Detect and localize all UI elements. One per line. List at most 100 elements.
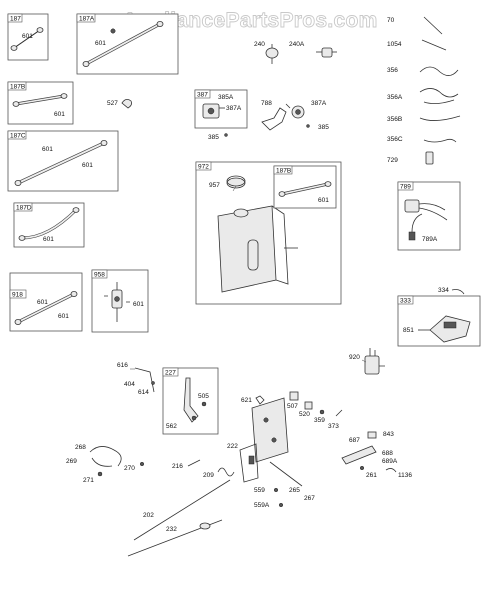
hose-918-icon bbox=[14, 290, 78, 325]
fuel-shutoff-valve-icon bbox=[104, 282, 130, 322]
box-187B[interactable]: 187B 601 bbox=[7, 81, 74, 125]
hose-187B-inner-icon bbox=[278, 181, 332, 197]
spring-209-icon bbox=[217, 467, 235, 477]
label-621: 621 bbox=[241, 397, 252, 404]
hose-187C-icon bbox=[14, 139, 108, 186]
label-373: 373 bbox=[328, 423, 339, 430]
solenoid-387A-icon bbox=[285, 103, 305, 119]
label-209: 209 bbox=[203, 472, 214, 479]
part-70[interactable]: 70 bbox=[387, 16, 443, 35]
part-920[interactable]: 920 bbox=[349, 348, 385, 375]
box-789[interactable]: 789 789A bbox=[397, 181, 461, 251]
small-parts-507-373[interactable]: 507 520 359 373 bbox=[287, 391, 343, 430]
label-216: 216 bbox=[172, 463, 183, 470]
screw-559-icon bbox=[273, 487, 279, 493]
box-918[interactable]: 918 601 601 bbox=[9, 272, 83, 332]
label-268: 268 bbox=[75, 444, 86, 451]
label-385-a: 385 bbox=[208, 134, 219, 141]
label-789: 789 bbox=[400, 184, 411, 191]
label-559: 559 bbox=[254, 487, 265, 494]
box-227[interactable]: 227 505 562 bbox=[162, 367, 219, 435]
label-505: 505 bbox=[198, 393, 209, 400]
box-187A[interactable]: 187A 601 bbox=[76, 13, 179, 75]
part-356[interactable]: 356 bbox=[387, 66, 459, 76]
label-270: 270 bbox=[124, 465, 135, 472]
leader-lines bbox=[130, 185, 420, 370]
ignition-module-333-icon bbox=[418, 315, 471, 343]
rod-70-icon bbox=[423, 16, 443, 35]
fuel-filter-240-icon bbox=[265, 44, 279, 64]
label-70: 70 bbox=[387, 17, 395, 24]
label-404: 404 bbox=[124, 381, 135, 388]
part-729[interactable]: 729 bbox=[387, 151, 434, 165]
label-240A: 240A bbox=[289, 41, 305, 48]
label-972: 972 bbox=[198, 164, 209, 171]
link-373-icon bbox=[335, 409, 343, 417]
control-bracket-assembly[interactable]: 188 222 bbox=[227, 397, 289, 483]
label-202: 202 bbox=[143, 512, 154, 519]
screw-359-icon bbox=[319, 409, 325, 415]
label-614: 614 bbox=[138, 389, 149, 396]
bracket-788[interactable]: 788 bbox=[261, 100, 287, 131]
box-958[interactable]: 958 601 bbox=[91, 269, 149, 333]
part-356B[interactable]: 356B bbox=[387, 115, 461, 123]
part-334-icon bbox=[451, 289, 465, 295]
harness-356-icon bbox=[419, 66, 459, 76]
clip-507-icon bbox=[289, 391, 299, 401]
hose-187D-icon bbox=[18, 207, 80, 241]
box-333[interactable]: 333 851 bbox=[397, 295, 481, 347]
label-187A: 187A bbox=[79, 16, 95, 23]
link-265-icon bbox=[269, 461, 303, 487]
cable-202-icon bbox=[133, 479, 231, 541]
label-240: 240 bbox=[254, 41, 265, 48]
box-387[interactable]: 387 385A 387A bbox=[194, 89, 248, 129]
label-187D: 187D bbox=[16, 205, 32, 212]
box-187[interactable]: 187 601 bbox=[7, 13, 49, 61]
part-356A[interactable]: 356A bbox=[387, 88, 459, 104]
box-972[interactable]: 972 957 187B 601 bbox=[195, 161, 342, 305]
solenoid-387A[interactable]: 387A 385 bbox=[285, 100, 329, 131]
label-687: 687 bbox=[349, 437, 360, 444]
choke-assembly[interactable]: 687 843 688 689A 261 1136 bbox=[341, 431, 412, 479]
screw-385-icon bbox=[224, 133, 228, 137]
box-187D[interactable]: 187D 601 bbox=[13, 202, 85, 248]
label-333: 333 bbox=[400, 298, 411, 305]
governor-spring-assembly[interactable]: 268 269 270 271 bbox=[66, 444, 145, 484]
label-520: 520 bbox=[299, 411, 310, 418]
label-222: 222 bbox=[227, 443, 238, 450]
label-1054: 1054 bbox=[387, 41, 402, 48]
clamp-527[interactable]: 527 bbox=[107, 99, 132, 109]
fuel-filter-240A[interactable]: 240A bbox=[289, 41, 337, 58]
label-265: 265 bbox=[289, 487, 300, 494]
part-616[interactable]: 616 bbox=[117, 362, 155, 393]
solenoid-387-icon bbox=[202, 103, 225, 119]
connector-729-icon bbox=[425, 151, 434, 165]
label-269: 269 bbox=[66, 458, 77, 465]
label-559A: 559A bbox=[254, 502, 270, 509]
label-689A: 689A bbox=[382, 458, 398, 465]
fuel-filter-240[interactable]: 240 bbox=[254, 41, 279, 64]
part-356C[interactable]: 356C bbox=[387, 136, 457, 143]
label-232: 232 bbox=[166, 526, 177, 533]
choke-lever-icon bbox=[341, 431, 397, 473]
clip-520-icon bbox=[304, 401, 313, 410]
control-lever-227-icon bbox=[183, 377, 207, 423]
label-385-b: 385 bbox=[318, 124, 329, 131]
rectifier-920-icon bbox=[364, 348, 385, 375]
label-267: 267 bbox=[304, 495, 315, 502]
hose-187A-icon bbox=[82, 20, 164, 68]
label-527: 527 bbox=[107, 100, 118, 107]
cables-202-232[interactable]: 202 232 bbox=[127, 479, 231, 557]
link-216-icon bbox=[187, 459, 201, 467]
label-356A: 356A bbox=[387, 94, 403, 101]
harness-356A-icon bbox=[419, 88, 459, 104]
fuel-filter-240A-icon bbox=[316, 47, 337, 58]
label-562: 562 bbox=[166, 423, 177, 430]
label-507: 507 bbox=[287, 403, 298, 410]
part-1054[interactable]: 1054 bbox=[387, 39, 447, 51]
box-187C[interactable]: 187C 601 601 bbox=[7, 130, 119, 192]
label-387A-a: 387A bbox=[226, 105, 242, 112]
label-601-b: 601 bbox=[95, 40, 106, 47]
label-920: 920 bbox=[349, 354, 360, 361]
label-187: 187 bbox=[10, 16, 21, 23]
